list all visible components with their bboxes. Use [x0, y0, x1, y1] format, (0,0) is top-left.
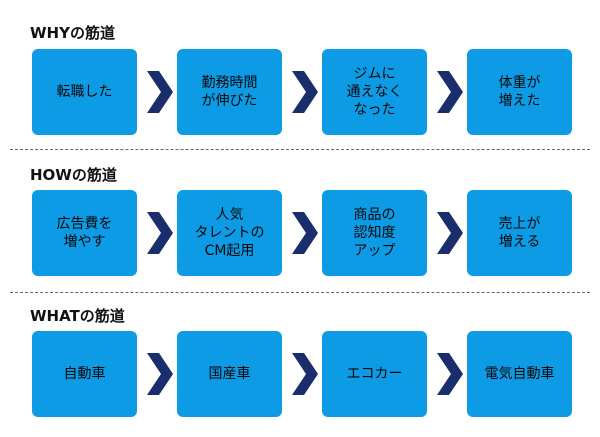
- chevron-right-icon: [147, 353, 173, 395]
- step-row: 広告費を 増やす 人気 タレントの CM起用 商品の 認知度 アップ 売上が 増…: [0, 190, 600, 276]
- step-box: 人気 タレントの CM起用: [177, 190, 282, 276]
- step-box: 転職した: [32, 49, 137, 135]
- chevron-right-icon: [437, 353, 463, 395]
- step-row: 自動車 国産車 エコカー 電気自動車: [0, 331, 600, 417]
- step-box: 商品の 認知度 アップ: [322, 190, 427, 276]
- section-title: WHATの筋道: [30, 307, 125, 325]
- step-box: 体重が 増えた: [467, 49, 572, 135]
- chevron-right-icon: [147, 212, 173, 254]
- step-box: 自動車: [32, 331, 137, 417]
- chevron-right-icon: [437, 71, 463, 113]
- step-box: 売上が 増える: [467, 190, 572, 276]
- step-row: 転職した 勤務時間 が伸びた ジムに 通えなく なった 体重が 増えた: [0, 49, 600, 135]
- step-box: 勤務時間 が伸びた: [177, 49, 282, 135]
- section-divider: [10, 149, 590, 150]
- section-title: WHYの筋道: [30, 24, 115, 42]
- chevron-right-icon: [292, 212, 318, 254]
- chevron-right-icon: [437, 212, 463, 254]
- section-divider: [10, 292, 590, 293]
- step-box: 広告費を 増やす: [32, 190, 137, 276]
- chevron-right-icon: [292, 71, 318, 113]
- step-box: エコカー: [322, 331, 427, 417]
- section-title: HOWの筋道: [30, 166, 117, 184]
- step-box: 国産車: [177, 331, 282, 417]
- step-box: 電気自動車: [467, 331, 572, 417]
- chevron-right-icon: [292, 353, 318, 395]
- step-box: ジムに 通えなく なった: [322, 49, 427, 135]
- chevron-right-icon: [147, 71, 173, 113]
